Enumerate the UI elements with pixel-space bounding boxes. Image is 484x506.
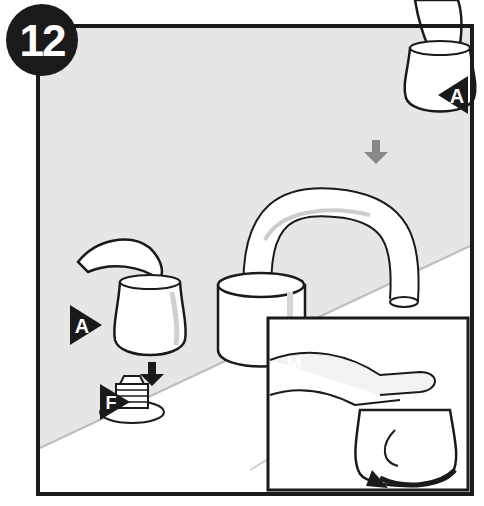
panel-frame <box>38 26 472 494</box>
hand <box>270 390 400 405</box>
knob-shine <box>172 292 177 345</box>
callout-pointer <box>100 384 130 420</box>
callout-letter: A <box>450 86 464 106</box>
valve-nut <box>120 376 144 384</box>
handle-lever <box>78 240 162 280</box>
callout-letter: M <box>287 354 302 372</box>
callout-pointer <box>70 305 102 345</box>
step-badge <box>6 4 78 76</box>
down-arrow <box>364 140 388 164</box>
inset-panel <box>268 318 468 490</box>
callout-letter: A <box>75 316 89 336</box>
handle-knob-top <box>120 275 180 289</box>
callout-letter: F <box>106 394 117 412</box>
down-arrow <box>140 362 164 386</box>
turn-arrowhead <box>366 470 388 488</box>
step-number: 12 <box>20 19 65 63</box>
turn-arrow <box>380 470 455 485</box>
handle-lever <box>415 0 461 45</box>
spout-shine <box>265 210 370 240</box>
handle-knob-top <box>410 41 470 55</box>
handle-knob <box>114 282 186 355</box>
spout-tip <box>390 297 418 307</box>
thumb <box>385 430 398 466</box>
callout-pointer <box>438 76 468 114</box>
hand <box>270 353 435 395</box>
